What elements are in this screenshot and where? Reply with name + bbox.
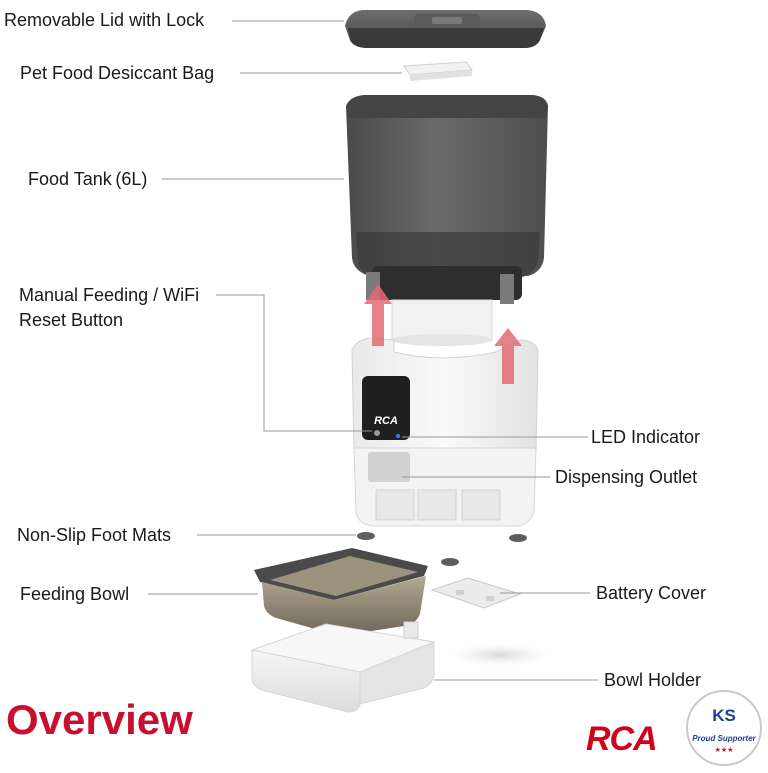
label-dispensing-outlet: Dispensing Outlet — [555, 467, 698, 487]
foot-mats-part — [357, 532, 527, 566]
lid-part — [345, 10, 546, 48]
label-food-tank: Food Tank (6L) — [28, 169, 148, 189]
food-tank-part — [346, 95, 548, 304]
battery-cover-part — [430, 577, 522, 609]
label-removable-lid: Removable Lid with Lock — [4, 10, 205, 30]
leader-manual — [216, 294, 372, 432]
arrow-up-right-icon — [494, 328, 522, 384]
label-manual-feeding-line1: Manual Feeding / WiFi — [19, 285, 200, 305]
label-foot-mats: Non-Slip Foot Mats — [17, 525, 172, 545]
label-manual-feeding-line2: Reset Button — [19, 310, 124, 330]
page-title: Overview — [6, 696, 193, 743]
desiccant-bag-part — [403, 61, 473, 81]
manual-button-icon — [374, 430, 380, 436]
badge-logo-text: KS — [712, 706, 736, 725]
label-desiccant-bag: Pet Food Desiccant Bag — [20, 63, 215, 83]
control-panel: RCA — [362, 376, 410, 440]
supporter-badge: KS Proud Supporter ★★★ — [686, 690, 762, 766]
center-cylinder-part — [391, 299, 493, 346]
badge-subtitle: Proud Supporter — [692, 734, 756, 743]
label-led-indicator: LED Indicator — [591, 427, 701, 447]
label-feeding-bowl: Feeding Bowl — [20, 584, 130, 604]
led-indicator-icon — [395, 433, 401, 439]
feeding-bowl-part — [254, 548, 428, 635]
rca-brand-logo: RCA — [586, 720, 658, 758]
label-bowl-holder: Bowl Holder — [604, 670, 702, 690]
assembly-arrows — [364, 284, 522, 384]
arrow-up-left-icon — [364, 284, 392, 346]
label-battery-cover: Battery Cover — [596, 583, 707, 603]
leader-lines — [148, 20, 598, 681]
badge-stars-icon: ★★★ — [714, 747, 734, 754]
bowl-holder-part — [250, 621, 560, 713]
device-rca-logo: RCA — [374, 415, 398, 427]
